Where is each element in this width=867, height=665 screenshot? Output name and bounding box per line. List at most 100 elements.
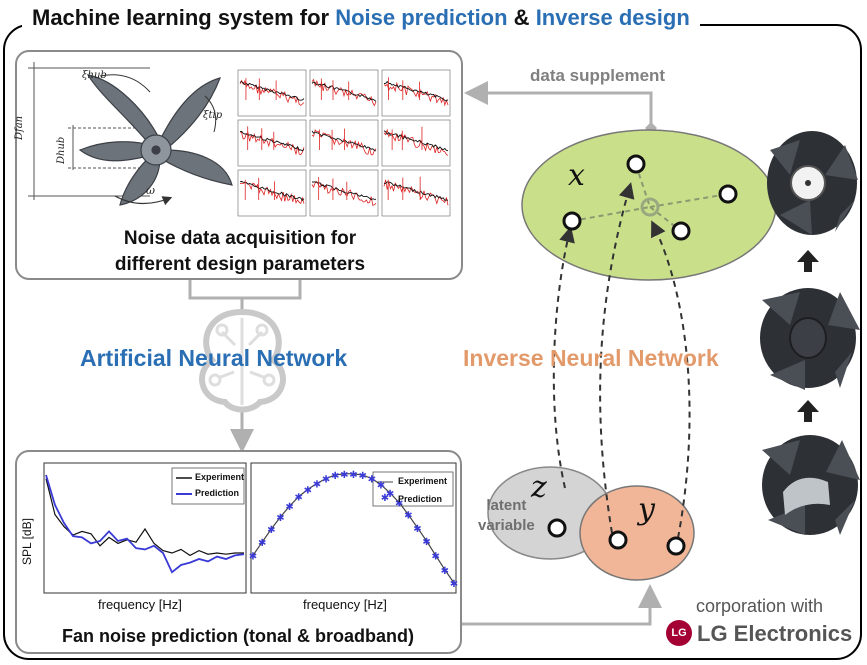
title-inverse-design: Inverse design <box>535 5 690 30</box>
fan-design-final-icon <box>767 131 858 235</box>
prediction-marker: ✱ <box>413 524 421 535</box>
fan-design-initial-icon <box>762 435 860 535</box>
title-prefix: Machine learning system for <box>32 5 336 30</box>
left-legend <box>171 467 245 505</box>
x-center-point <box>640 197 660 217</box>
experiment-line-broadband <box>45 478 244 557</box>
prediction-marker: ✱ <box>395 499 403 510</box>
spectrum-thumbnail <box>381 69 451 117</box>
spectrum-red-trace <box>383 128 449 156</box>
legend-right-experiment: Experiment <box>398 476 448 486</box>
title-joiner: & <box>507 5 536 30</box>
spectrum-black-trace <box>312 181 376 201</box>
acquisition-caption-line1: Noise data acquisition for <box>123 228 357 249</box>
fan-icon <box>78 74 233 206</box>
xlabel-left: frequency [Hz] <box>98 597 182 612</box>
prediction-marker: ✱ <box>441 566 449 577</box>
inverse-path-3 <box>651 220 691 539</box>
lg-mark-text: LG <box>671 627 687 639</box>
spectrum-black-trace <box>383 181 449 201</box>
z-point <box>547 518 567 538</box>
y-point-1 <box>608 530 628 550</box>
up-arrow-2 <box>797 400 819 422</box>
prediction-marker: ✱ <box>258 538 266 549</box>
spectrum-red-trace <box>239 131 305 156</box>
prediction-marker: ✱ <box>322 475 330 486</box>
acquisition-caption-line2: different design parameters <box>114 254 366 275</box>
spectrum-black-trace <box>311 130 377 152</box>
x-point-4 <box>671 221 691 241</box>
spectrum-black-trace <box>383 130 449 152</box>
lg-electronics-label: LG Electronics <box>697 621 853 646</box>
spectrum-thumbnail <box>237 69 307 117</box>
legend-right-prediction: Prediction <box>398 494 443 504</box>
prediction-to-y-arrow <box>460 584 662 626</box>
up-arrow-1 <box>797 250 819 272</box>
y-symbol: y <box>638 492 655 527</box>
legend-left-prediction: Prediction <box>195 488 240 498</box>
omega-label: ω <box>146 184 155 197</box>
prediction-marker: ✱ <box>349 470 357 481</box>
prediction-marker: ✱ <box>285 502 293 513</box>
spectrum-black-trace <box>239 81 305 101</box>
spectrum-red-trace <box>239 79 305 106</box>
spectrum-red-trace <box>311 129 377 156</box>
spectrum-black-trace <box>311 81 377 102</box>
y-point-2 <box>666 536 686 556</box>
data-supplement-arrow <box>464 81 653 128</box>
prediction-marker: ✱ <box>304 485 312 496</box>
connector-right <box>240 278 302 310</box>
prediction-marker: ✱ <box>386 489 394 500</box>
right-legend: ✱ <box>372 471 454 507</box>
prediction-marker: ✱ <box>404 511 412 522</box>
spectrum-thumbnail <box>309 119 379 167</box>
inn-label: Inverse Neural Network <box>463 345 719 371</box>
prediction-marker: ✱ <box>377 481 385 492</box>
latent-variable-label: latent variable <box>478 496 535 536</box>
x-symbol: x <box>568 158 585 193</box>
spectrum-thumbnail <box>237 169 307 217</box>
prediction-marker: ✱ <box>249 551 257 562</box>
prediction-marker: ✱ <box>432 551 440 562</box>
spectrum-black-trace <box>239 180 305 202</box>
spectrum-thumbnail <box>237 119 307 167</box>
prediction-marker: ✱ <box>368 475 376 486</box>
connector-left <box>188 278 242 300</box>
x-point-3 <box>718 184 738 204</box>
prediction-marker: ✱ <box>422 537 430 548</box>
lg-logo-mark: LG <box>666 620 692 646</box>
spectrum-thumbnail <box>381 119 451 167</box>
spectrum-red-trace <box>239 181 305 205</box>
ann-label: Artificial Neural Network <box>80 345 348 371</box>
fan-design-middle-icon <box>760 288 860 390</box>
prediction-marker: ✱ <box>331 471 339 482</box>
spectrum-black-trace <box>239 130 305 152</box>
prediction-marker: ✱ <box>294 493 302 504</box>
prediction-marker: ✱ <box>267 525 275 536</box>
xlabel-right: frequency [Hz] <box>303 597 387 612</box>
spectrum-red-trace <box>311 78 377 107</box>
z-symbol: z <box>531 470 547 505</box>
svg-text:✱: ✱ <box>381 493 389 504</box>
prediction-caption: Fan noise prediction (tonal & broadband) <box>61 626 414 646</box>
xi-hub-label: ξhub <box>82 70 107 81</box>
spectrum-red-trace <box>383 81 449 107</box>
prediction-marker: ✱ <box>358 471 366 482</box>
spectrum-thumbnail <box>381 169 451 217</box>
experiment-line-tonal <box>252 473 455 584</box>
latent-label-line1: latent <box>486 497 527 514</box>
credit-text: corporation with <box>696 596 824 616</box>
prediction-marker: ✱ <box>313 479 321 490</box>
xi-tip-label: ξtip <box>203 110 223 121</box>
legend-left-experiment: Experiment <box>195 472 245 482</box>
latent-label-line2: variable <box>478 517 535 534</box>
x-point-2 <box>626 154 646 174</box>
x-point-1 <box>562 211 582 231</box>
spectrum-black-trace <box>383 80 449 102</box>
prediction-marker: ✱ <box>340 470 348 481</box>
